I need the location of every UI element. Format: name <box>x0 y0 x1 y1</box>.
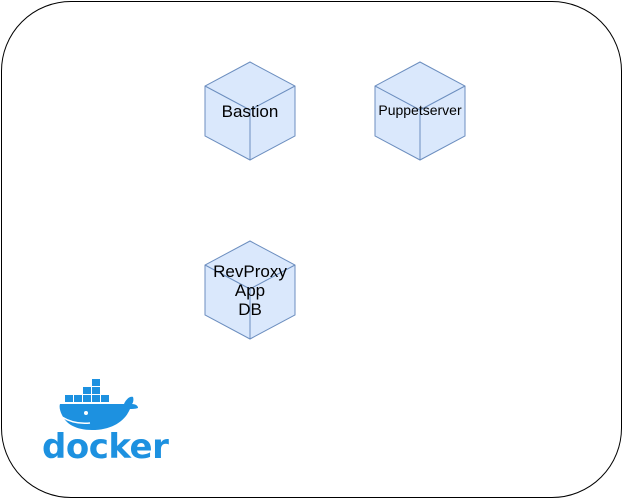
docker-wordmark: docker <box>42 427 169 467</box>
node-label: RevProxy App DB <box>213 262 287 319</box>
node-label: Bastion <box>221 102 279 121</box>
node-bastion[interactable]: Bastion <box>203 61 297 161</box>
node-app-stack[interactable]: RevProxy App DB <box>203 240 297 340</box>
cube-icon <box>204 61 296 161</box>
docker-whale-icon <box>59 379 138 430</box>
cube-icon <box>374 61 466 161</box>
cube-icon <box>204 240 296 340</box>
node-puppetserver[interactable]: Puppetserver <box>373 61 467 161</box>
node-label: Puppetserver <box>378 102 462 118</box>
